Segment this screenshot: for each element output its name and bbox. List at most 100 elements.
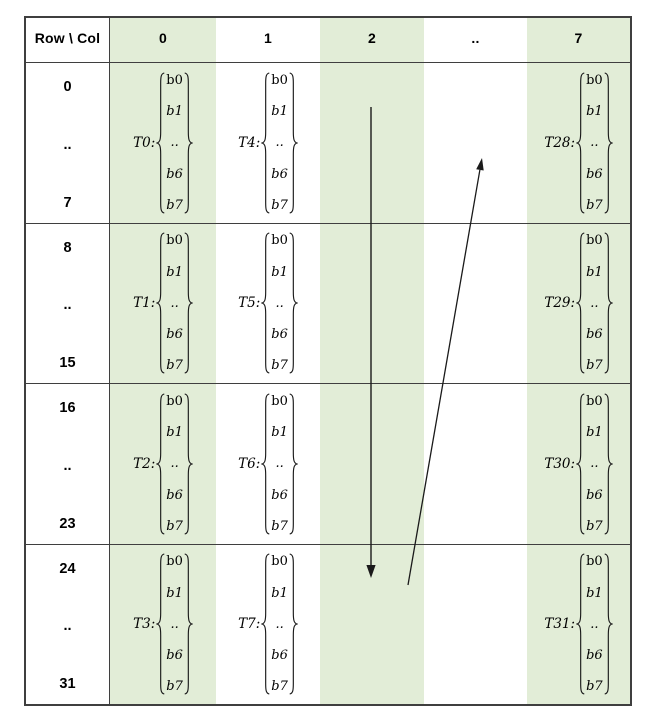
bit-entry: b1: [586, 104, 603, 119]
thread-label: T7:: [238, 616, 261, 633]
bit-entry: b6: [586, 487, 603, 503]
bit-entry: b1: [271, 104, 288, 119]
bit-entries: b0 b1 .. b6 b7: [270, 553, 289, 695]
bit-entry: b0: [586, 72, 603, 88]
bit-entry: b1: [586, 264, 603, 280]
thread-label: T0:: [133, 134, 156, 151]
header-corner-label: Row \ Col: [34, 29, 101, 46]
bit-entry: b0: [271, 233, 288, 249]
bit-entry: b7: [271, 197, 288, 213]
bit-entry: b6: [586, 648, 603, 663]
cell-empty-coldots-rowgroup3: [424, 543, 527, 705]
right-brace-icon: [604, 232, 613, 374]
matrix-table: Row \ Col 0 1 2 .. 7 0 .. 7 T0: b: [24, 16, 632, 706]
thread-vector: T31: b0 b1 .. b6 b7: [544, 553, 612, 695]
thread-vector: T6: b0 b1 .. b6 b7: [238, 393, 298, 535]
cell-thread-T29: T29: b0 b1 .. b6 b7: [527, 222, 630, 383]
bit-entry: b1: [586, 585, 603, 601]
bit-entry: b1: [271, 264, 288, 280]
header-col-1-label: 1: [264, 29, 272, 46]
bit-entry: b0: [586, 554, 603, 570]
header-col-7-label: 7: [574, 29, 583, 46]
right-brace-icon: [184, 72, 193, 214]
cell-empty-coldots-rowgroup0: [424, 62, 527, 223]
row-label-24-31: 24 .. 31: [26, 543, 110, 704]
bit-entry: b7: [586, 358, 603, 374]
bit-entry: b7: [166, 679, 183, 695]
bit-entry: b6: [271, 166, 288, 182]
bit-entry: b6: [271, 327, 288, 342]
bit-entry: b1: [166, 425, 183, 440]
thread-vector: T2: b0 b1 .. b6 b7: [133, 393, 193, 535]
cell-thread-T0: T0: b0 b1 .. b6 b7: [110, 62, 216, 223]
left-brace-icon: [156, 232, 165, 374]
bit-entry: b6: [586, 327, 603, 342]
header-col-dots: ..: [424, 18, 527, 62]
bit-entry: ..: [170, 295, 179, 311]
row-dots: ..: [63, 618, 72, 635]
thread-label: T6:: [238, 455, 261, 472]
right-brace-icon: [289, 553, 298, 695]
bit-entry: b1: [586, 425, 603, 440]
right-brace-icon: [604, 553, 613, 695]
bit-entry: b0: [586, 393, 603, 409]
left-brace-icon: [156, 72, 165, 214]
left-brace-icon: [156, 553, 165, 695]
bit-entries: b0 b1 .. b6 b7: [270, 72, 289, 214]
header-col-7: 7: [527, 18, 630, 62]
bit-entry: ..: [275, 295, 284, 311]
bit-entry: b7: [271, 518, 288, 534]
bit-entry: b1: [166, 585, 183, 601]
bit-entries: b0 b1 .. b6 b7: [165, 232, 184, 374]
header-col-1: 1: [216, 18, 320, 62]
bit-entry: ..: [275, 456, 284, 472]
thread-vector: T4: b0 b1 .. b6 b7: [238, 72, 298, 214]
cell-thread-T31: T31: b0 b1 .. b6 b7: [527, 543, 630, 704]
bit-entries: b0 b1 .. b6 b7: [165, 72, 184, 214]
bit-entry: b1: [271, 425, 288, 440]
row-end: 23: [59, 515, 76, 532]
thread-vector: T30: b0 b1 .. b6 b7: [544, 393, 612, 535]
header-col-0-label: 0: [159, 29, 167, 46]
row-label-8-15: 8 .. 15: [26, 222, 110, 383]
cell-empty-col2-rowgroup2: [320, 383, 424, 544]
bit-entry: b7: [586, 197, 603, 213]
cell-empty-col2-rowgroup1: [320, 222, 424, 383]
bit-entry: b7: [271, 358, 288, 374]
thread-label: T1:: [133, 295, 156, 312]
bit-entry: b7: [586, 518, 603, 534]
bit-entry: b6: [586, 166, 603, 182]
bit-entry: b0: [166, 72, 183, 88]
bit-entry: ..: [275, 135, 284, 151]
thread-label: T30:: [544, 455, 576, 472]
header-col-2: 2: [320, 18, 424, 62]
bit-entry: ..: [170, 456, 179, 472]
bit-entry: b0: [166, 554, 183, 570]
thread-label: T2:: [133, 455, 156, 472]
bit-entries: b0 b1 .. b6 b7: [270, 232, 289, 374]
right-brace-icon: [289, 72, 298, 214]
left-brace-icon: [261, 553, 270, 695]
thread-label: T4:: [238, 134, 261, 151]
row-label-16-23: 16 .. 23: [26, 383, 110, 544]
bit-entries: b0 b1 .. b6 b7: [585, 232, 604, 374]
bit-entry: b7: [166, 358, 183, 374]
header-col-dots-label: ..: [471, 29, 480, 46]
header-col-0: 0: [110, 18, 216, 62]
bit-entries: b0 b1 .. b6 b7: [585, 553, 604, 695]
header-col-2-label: 2: [368, 29, 376, 46]
row-end: 31: [59, 676, 76, 692]
right-brace-icon: [184, 553, 193, 695]
bit-entry: b0: [166, 393, 183, 409]
thread-label: T3:: [133, 616, 156, 633]
row-start: 8: [63, 239, 72, 256]
bit-entry: ..: [170, 135, 179, 151]
bit-entry: b0: [166, 233, 183, 249]
bit-entry: b7: [166, 197, 183, 213]
row-start: 0: [63, 79, 72, 95]
cell-thread-T28: T28: b0 b1 .. b6 b7: [527, 62, 630, 223]
cell-thread-T7: T7: b0 b1 .. b6 b7: [216, 543, 320, 705]
left-brace-icon: [261, 232, 270, 374]
cell-thread-T2: T2: b0 b1 .. b6 b7: [110, 383, 216, 544]
